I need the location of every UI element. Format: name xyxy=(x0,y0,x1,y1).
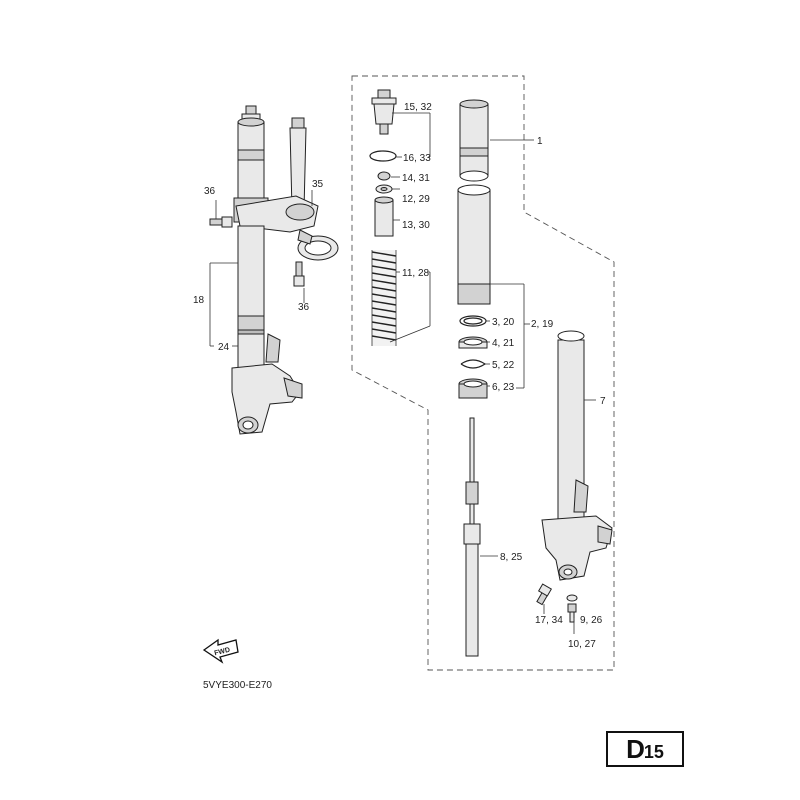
damper-rod xyxy=(463,417,498,657)
fwd-label: FWD xyxy=(214,647,231,658)
callout-24: 24 xyxy=(218,342,230,353)
outer-tube-and-seals xyxy=(457,99,491,399)
callout-12-29: 12, 29 xyxy=(402,194,430,205)
page-badge: D 15 xyxy=(606,731,684,767)
assembled-fork-assembly xyxy=(209,105,339,435)
inner-tube xyxy=(536,330,613,634)
callout-2-19: 2, 19 xyxy=(531,319,554,330)
damper-parts-column xyxy=(369,89,397,346)
callout-4-21: 4, 21 xyxy=(492,338,515,349)
outer-tube-callout-lines xyxy=(485,139,534,389)
page-badge-number: 15 xyxy=(643,741,664,762)
callout-labels: 15, 32 16, 33 14, 31 12, 29 13, 30 11, 2… xyxy=(193,102,606,691)
inner-tube-boundary xyxy=(351,75,615,671)
callout-7: 7 xyxy=(600,396,606,407)
callout-3-20: 3, 20 xyxy=(492,317,515,328)
callout-9-26: 9, 26 xyxy=(580,615,603,626)
callout-36-upper: 36 xyxy=(204,186,216,197)
center-callout-lines xyxy=(389,112,431,343)
callout-11-28: 11, 28 xyxy=(402,268,429,279)
callout-5-22: 5, 22 xyxy=(492,360,515,371)
callout-15-32: 15, 32 xyxy=(404,102,432,113)
callout-10-27: 10, 27 xyxy=(568,639,596,650)
left-callout-lines xyxy=(209,190,313,347)
callout-13-30: 13, 30 xyxy=(402,220,430,231)
callout-1: 1 xyxy=(537,136,543,147)
callout-6-23: 6, 23 xyxy=(492,382,515,393)
callout-35: 35 xyxy=(312,179,324,190)
callout-17-34: 17, 34 xyxy=(535,615,563,626)
diagram-code: 5VYE300-E270 xyxy=(203,680,272,691)
page-badge-letter: D xyxy=(626,733,645,764)
callout-14-31: 14, 31 xyxy=(402,173,430,184)
fwd-arrow-icon: FWD xyxy=(202,638,239,664)
callout-36-lower: 36 xyxy=(298,302,310,313)
callout-8-25: 8, 25 xyxy=(500,552,523,563)
callout-18: 18 xyxy=(193,295,205,306)
callout-16-33: 16, 33 xyxy=(403,153,431,164)
